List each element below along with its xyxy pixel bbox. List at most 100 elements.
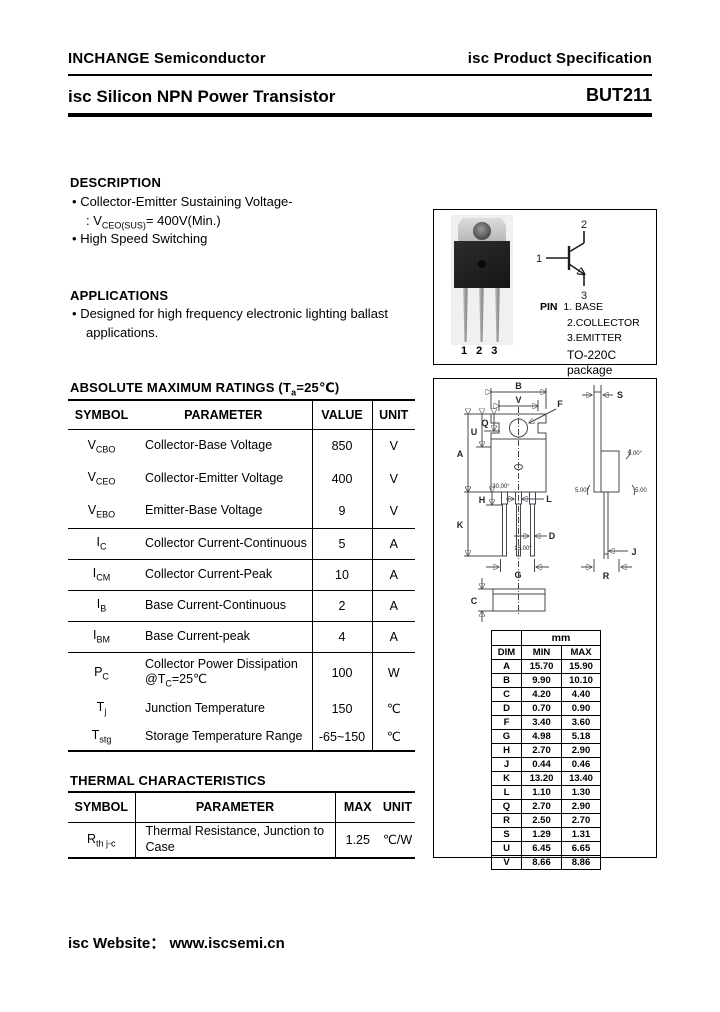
pin-legend-row: 3.EMITTER [567, 331, 656, 347]
angle-5-top-label: 5.00° [628, 451, 643, 457]
parameter-cell: Junction Temperature [145, 700, 265, 715]
photo-pin-number: 1 [461, 345, 468, 357]
symbol-cell: IB [68, 590, 135, 622]
dimension-drawing: B V F Q U A H K 30. [457, 381, 647, 622]
symbol-cell: Tstg [91, 728, 112, 745]
vceo-prefix: : V [86, 213, 102, 228]
description-bullet-2: • High Speed Switching [72, 231, 207, 246]
symbol-cell: VCBO [87, 437, 116, 455]
photo-mounting-hole [473, 222, 491, 240]
max-cell: 1.31 [561, 827, 601, 842]
bullet-icon: • [72, 231, 77, 246]
angle-15-label: 15.00° [514, 546, 532, 552]
col-unit: UNIT [371, 400, 415, 430]
dim-label-B: B [515, 381, 522, 391]
parameter-cell: Collector Current-Peak [135, 559, 312, 591]
min-cell: 9.90 [521, 673, 562, 688]
angle-5-left-label: 5.00° [575, 488, 590, 494]
package-photo [451, 215, 513, 345]
dim-cell: A [491, 659, 522, 674]
col-symbol: SYMBOL [68, 792, 135, 823]
abs-max-heading-temp: =25℃) [296, 380, 340, 395]
dim-label-Q: Q [481, 418, 488, 428]
max-cell: 8.86 [561, 855, 601, 870]
min-cell: 2.50 [521, 813, 562, 828]
part-number: BUT211 [585, 85, 652, 105]
min-cell: 3.40 [521, 715, 562, 730]
pin3-function: 3.EMITTER [567, 332, 622, 344]
parameter-cell: Thermal Resistance, Junction to Case [134, 822, 335, 858]
col-parameter: PARAMETER [135, 400, 312, 430]
isc-logo-text: isc [68, 935, 89, 952]
max-cell: 5.18 [561, 729, 601, 744]
package-name: TO-220C package [567, 347, 617, 378]
npn-transistor-symbol-icon: 2 1 3 [536, 219, 587, 302]
dim-cell: V [491, 855, 522, 870]
unit-cell: A [371, 590, 415, 622]
max-cell: 0.46 [561, 757, 601, 772]
col-min: MIN [521, 645, 562, 660]
page-title: isc Silicon NPN Power Transistor [68, 87, 335, 107]
max-cell: 3.60 [561, 715, 601, 730]
value-cell: 5 [311, 528, 372, 560]
value-cell: 150 [311, 694, 372, 723]
parameter-cell: Emitter-Base Voltage [135, 495, 312, 529]
pin1-function: 1. BASE [563, 301, 604, 313]
max-cell: 13.40 [561, 771, 601, 786]
parameter-cell: Collector-Emitter Voltage [145, 470, 284, 485]
bullet-icon: • [72, 194, 77, 209]
dim-cell: H [491, 743, 522, 758]
thermal-heading: THERMAL CHARACTERISTICS [70, 773, 266, 788]
min-cell: 1.10 [521, 785, 562, 800]
dim-cell: K [491, 771, 522, 786]
min-cell: 0.70 [521, 701, 562, 716]
max-cell: 0.90 [561, 701, 601, 716]
pin2-label: 2 [581, 219, 587, 231]
unit-cell: V [371, 429, 415, 462]
dim-label-J: J [631, 547, 636, 557]
symbol-cell: VCEO [87, 470, 116, 487]
dim-label-H: H [479, 495, 486, 505]
table-header-row: SYMBOL PARAMETER MAX UNIT [68, 792, 415, 823]
unit-cell: V [371, 462, 415, 495]
symbol-cell: IC [68, 528, 135, 560]
spec-label: isc Product Specification [468, 50, 652, 67]
table-header-row: DIM MIN MAX [491, 645, 601, 660]
max-cell: 10.10 [561, 673, 601, 688]
unit-cell: ℃ [371, 723, 415, 751]
unit-mm-header: mm [521, 630, 601, 646]
header-divider [68, 74, 652, 76]
pin-legend-row: PIN 1. BASE [540, 300, 656, 316]
min-cell: 2.70 [521, 799, 562, 814]
parameter-cell: Collector Power Dissipation@TC=25℃ [145, 656, 298, 689]
symbol-cell: PC [94, 665, 109, 682]
value-cell: 4 [311, 621, 372, 653]
title-divider [68, 113, 652, 117]
min-cell: 6.45 [521, 841, 562, 856]
unit-cell: A [371, 559, 415, 591]
dim-cell: S [491, 827, 522, 842]
applications-line-2: applications. [86, 325, 159, 340]
description-line-2: : VCEO(SUS)= 400V(Min.) [86, 213, 221, 231]
dim-label-G: G [514, 570, 521, 580]
min-cell: 4.20 [521, 687, 562, 702]
photo-lead-2 [479, 288, 484, 342]
min-cell: 2.70 [521, 743, 562, 758]
page-title-text: Silicon NPN Power Transistor [96, 87, 336, 106]
max-cell: 6.65 [561, 841, 601, 856]
dim-cell: U [491, 841, 522, 856]
min-cell: 4.98 [521, 729, 562, 744]
value-cell: -65~150 [311, 723, 372, 751]
ta-subscript: a [291, 387, 297, 398]
description-line: Collector-Emitter Sustaining Voltage- [80, 194, 293, 209]
dim-label-V: V [515, 395, 521, 405]
symbol-cell: IBM [68, 621, 135, 653]
